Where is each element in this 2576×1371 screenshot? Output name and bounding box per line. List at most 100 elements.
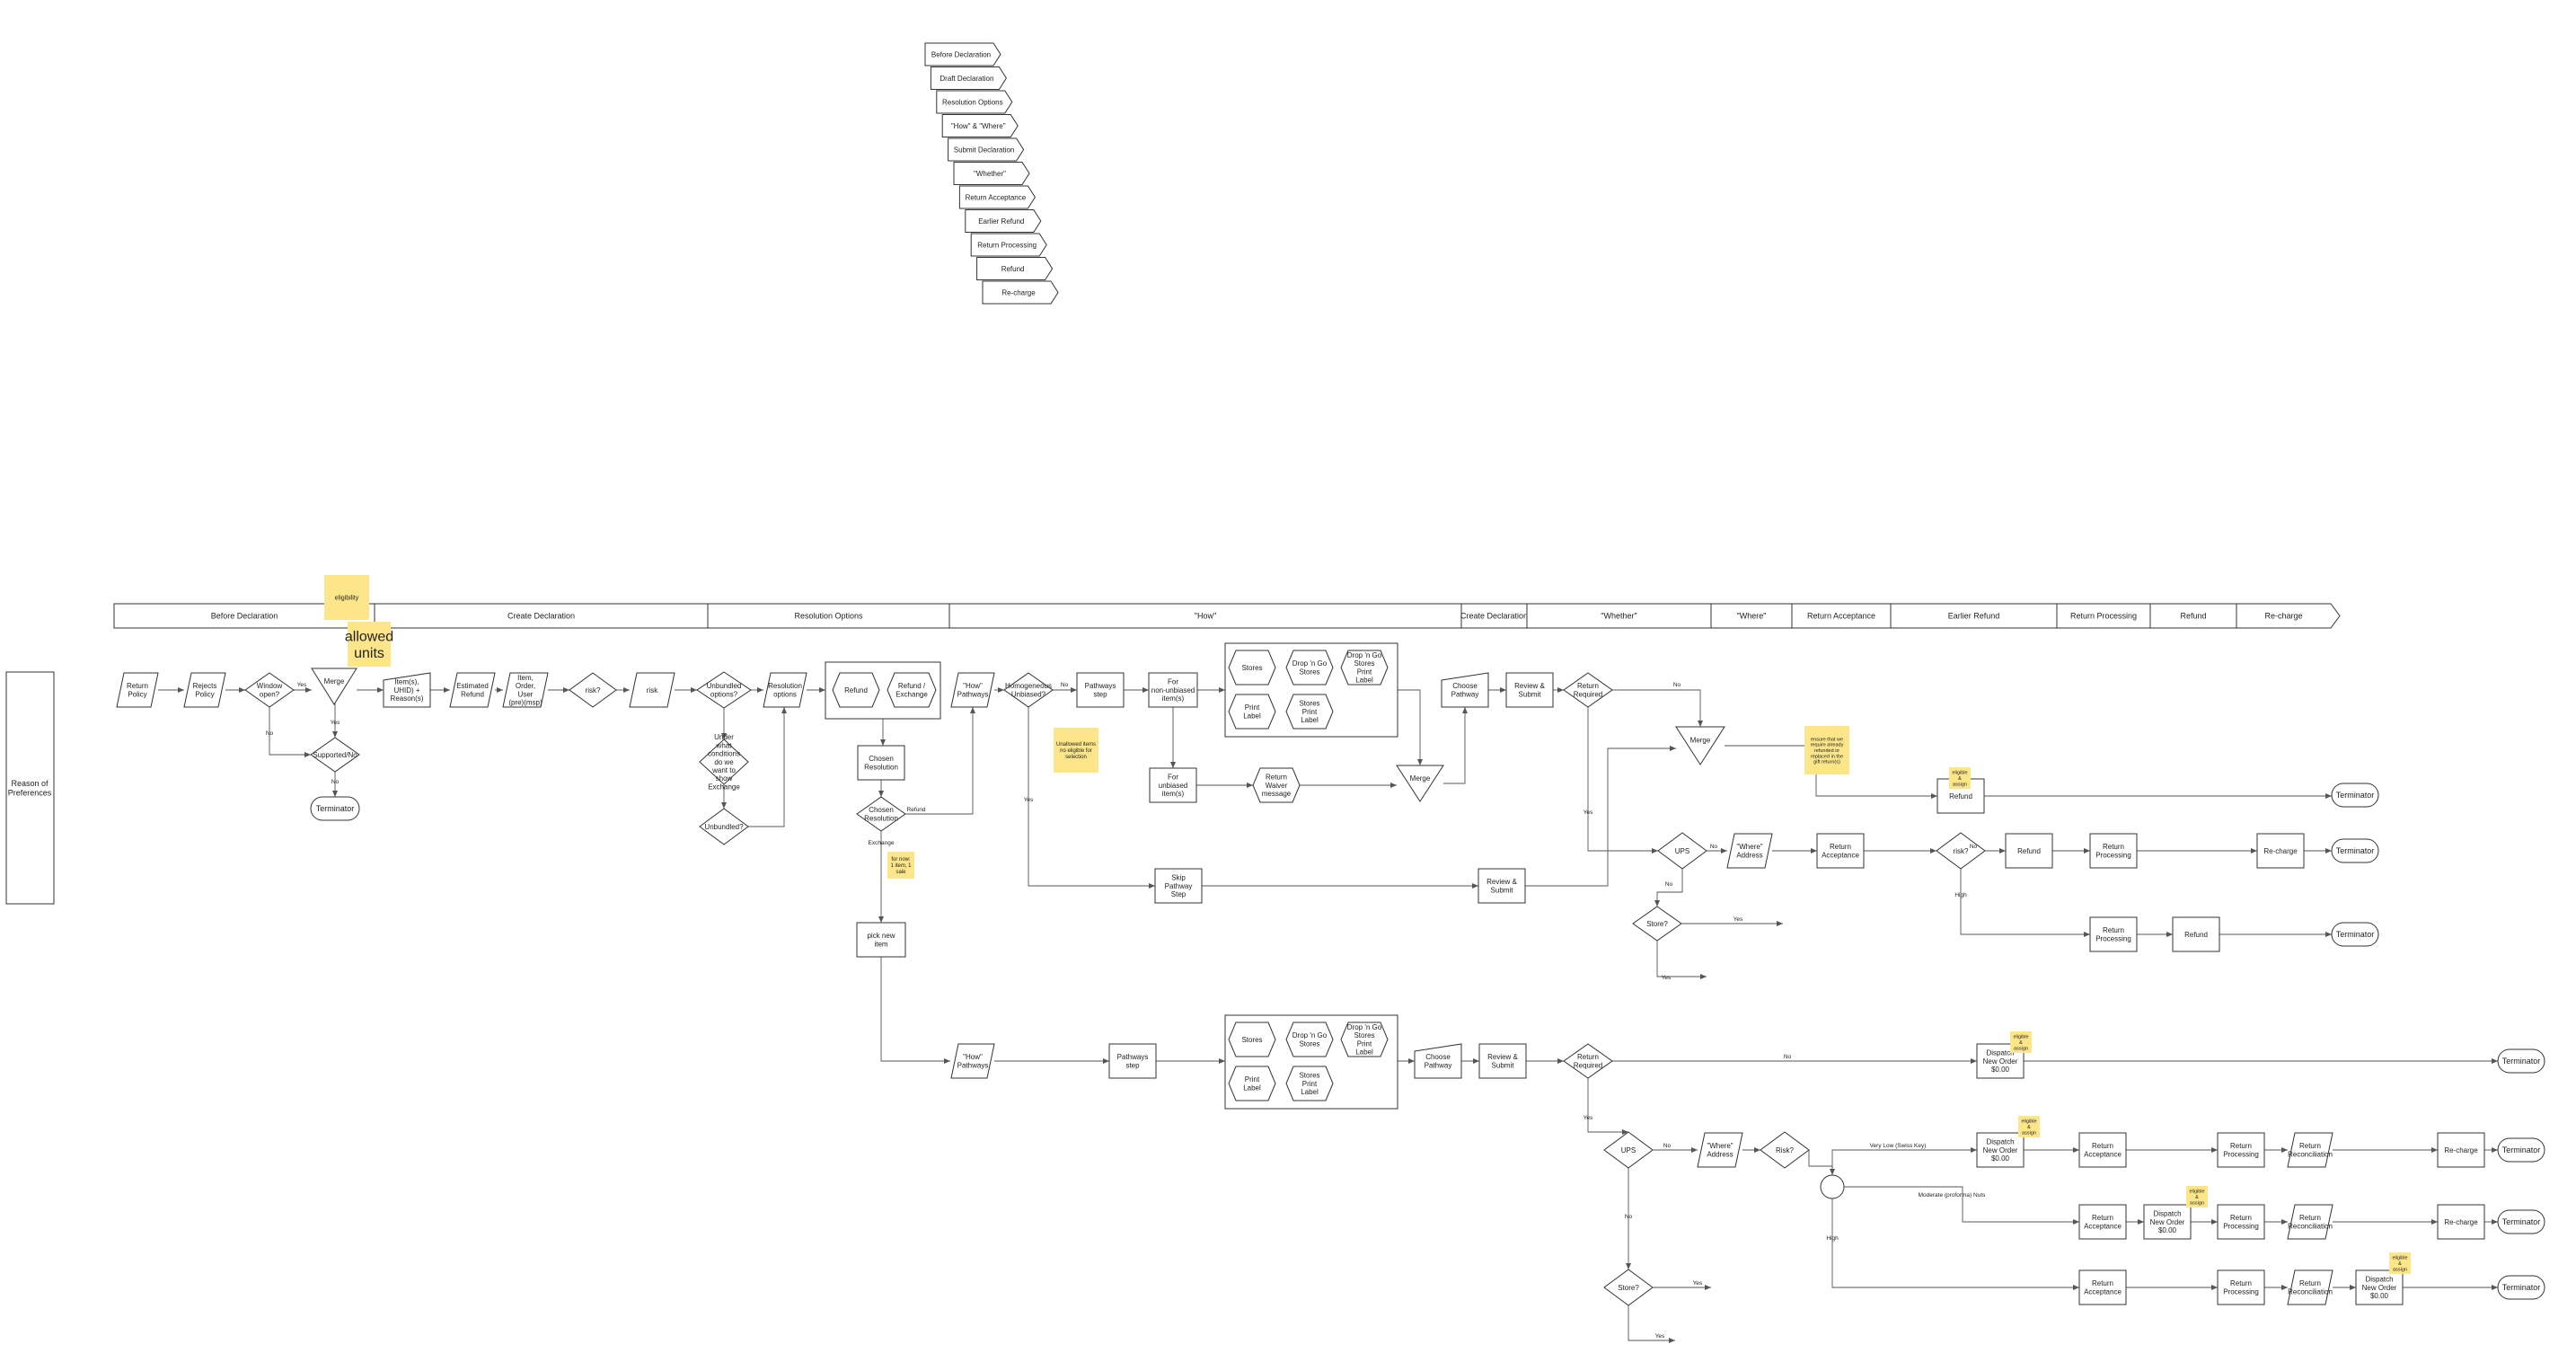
phase-label: Create Declaration [1460, 612, 1528, 621]
risk3-node: Risk? [1760, 1131, 1810, 1169]
legend-label: Return Processing [977, 241, 1037, 249]
supported-label: Supported/No [313, 751, 357, 759]
legend-label: Return Acceptance [966, 193, 1027, 201]
phase-segment: "Where" [1710, 603, 1802, 629]
store1-node: Store? [1632, 906, 1682, 942]
edge-arrow [1960, 869, 2090, 937]
phase-segment: Return Processing [2056, 603, 2160, 629]
phase-segment: Resolution Options [707, 603, 959, 629]
edge-arrow [269, 707, 311, 757]
ups2-node: UPS [1603, 1131, 1654, 1169]
edge-label-refund: Refund [907, 807, 926, 813]
edge-arrow [748, 707, 787, 827]
dispatch-n3-note-text: eligible&assign [2189, 1190, 2204, 1207]
recharge1-label: Re-charge [2263, 847, 2298, 855]
legend-item: Re-charge [982, 280, 1059, 305]
edge-label-yes: Yes [331, 720, 340, 726]
terminator-a1-label: Terminator [2336, 791, 2375, 800]
review-submit1-node: Review &Submit [1505, 672, 1554, 708]
edge-arrow [1831, 1199, 2079, 1290]
where-address2-node: "Where"Address [1697, 1132, 1743, 1168]
edge-label-no: No [1970, 844, 1978, 850]
ups2-label: UPS [1621, 1146, 1636, 1154]
edge-label-no: No [1061, 682, 1069, 688]
risk-box-label: risk [647, 686, 658, 694]
legend-label: Re-charge [1001, 288, 1036, 296]
edge-label-no: No [266, 730, 274, 737]
merge1-node: Merge [311, 668, 357, 705]
recharge1-node: Re-charge [2256, 833, 2305, 869]
legend-label: "How" & "Where" [951, 122, 1006, 130]
item-order-user-node: Item,Order,User(pre)(msp) [502, 672, 549, 708]
store2-label: Store? [1618, 1284, 1639, 1292]
terminator-a1-node: Terminator [2331, 783, 2379, 808]
phase-label: Resolution Options [794, 612, 863, 621]
legend-item: Refund [976, 257, 1054, 280]
edge-label-yes: Yes [1655, 1333, 1665, 1340]
edge-arrow [1844, 1186, 2079, 1225]
edge-labels: YesNoYesNoRefundExchangeNoYesNoYesNoNoYe… [266, 682, 1986, 1340]
edge-label-yes: Yes [1693, 1280, 1703, 1287]
edge-label-yes: Yes [1662, 975, 1672, 981]
phase-segment: Re-charge [2236, 603, 2341, 629]
legend-label: Resolution Options [942, 98, 1003, 106]
eligibility-note-text: eligibility [335, 595, 359, 601]
unbundled-label: Unbundled? [704, 823, 744, 831]
how-pathways2-node: "How"Pathways [950, 1043, 995, 1079]
ship-big-note-text: eligible&assign [1952, 771, 1967, 788]
phase-segment: Earlier Refund [1890, 603, 2067, 629]
stores1-node: Stores [1228, 650, 1276, 686]
edge-label-yes: Yes [297, 682, 307, 688]
store1-label: Store? [1646, 920, 1668, 928]
refund-options-group [825, 661, 941, 720]
phase-label: Refund [2180, 612, 2206, 621]
terminator-left-node: Terminator [310, 796, 360, 821]
phase-label: "Where" [1737, 612, 1767, 621]
dispatch-n1-note-text: eligible&assign [2013, 1035, 2028, 1052]
merge3-label: Merge [1690, 737, 1711, 745]
legend-item: Return Processing [970, 233, 1047, 257]
edge-arrow [1628, 1305, 1675, 1343]
risk-box-node: risk [629, 672, 675, 708]
phase-label: Return Processing [2070, 612, 2137, 621]
phase-label: "Whether" [1601, 612, 1636, 621]
risk2-label: risk? [1954, 847, 1969, 855]
phase-label: Create Declaration [507, 612, 575, 621]
edge-label-exchange: Exchange [869, 840, 895, 846]
